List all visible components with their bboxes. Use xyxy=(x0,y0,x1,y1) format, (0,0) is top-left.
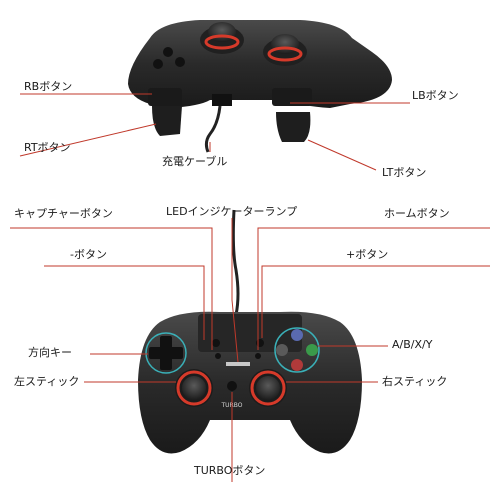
led-indicator xyxy=(226,362,250,366)
label-lstick: 左スティック xyxy=(14,375,80,388)
top-bumper-right xyxy=(272,88,312,106)
right-stick-ring xyxy=(250,370,286,406)
label-capture: キャプチャーボタン xyxy=(14,207,113,220)
label-dpad: 方向キー xyxy=(28,346,72,359)
abxy-ring xyxy=(274,327,320,373)
top-trigger-left xyxy=(152,106,182,136)
leader-lt xyxy=(307,139,377,171)
label-lt: LTボタン xyxy=(382,166,427,179)
leader-minus xyxy=(44,265,205,340)
top-face-button-1 xyxy=(163,47,173,57)
capture-button xyxy=(215,353,221,359)
leader-lines xyxy=(10,93,490,482)
top-left-stick xyxy=(208,22,236,42)
controller-top-view xyxy=(128,20,392,153)
minus-button xyxy=(212,339,220,347)
label-plus: +ボタン xyxy=(346,248,389,261)
top-bumper-left xyxy=(148,88,182,106)
top-cable-port xyxy=(212,94,232,106)
top-controller-body xyxy=(128,20,392,108)
label-cable: 充電ケーブル xyxy=(162,155,228,168)
left-stick xyxy=(182,376,206,400)
label-abxy: A/B/X/Y xyxy=(392,338,433,351)
leader-capture xyxy=(10,227,213,350)
button-x xyxy=(291,329,303,341)
top-right-stick-ring xyxy=(267,46,303,62)
controller-front-view: TURBO xyxy=(138,209,362,454)
label-minus: -ボタン xyxy=(70,248,107,261)
label-turbo: TURBOボタン xyxy=(194,464,266,477)
right-stick xyxy=(256,376,280,400)
dpad-ring xyxy=(145,332,187,374)
button-b xyxy=(291,359,303,371)
top-face-button-2 xyxy=(175,57,185,67)
top-cable xyxy=(204,105,222,153)
left-stick-ring xyxy=(176,370,212,406)
turbo-button xyxy=(227,381,237,391)
label-led: LEDインジケーターランプ xyxy=(166,205,298,218)
leader-plus xyxy=(261,265,490,338)
label-rt: RTボタン xyxy=(24,141,71,154)
leader-rt xyxy=(19,123,157,157)
top-right-stick xyxy=(271,34,299,54)
top-trigger-right xyxy=(276,112,311,142)
front-cable xyxy=(231,209,240,316)
label-rstick: 右スティック xyxy=(382,375,448,388)
leader-home xyxy=(257,227,490,350)
leader-led xyxy=(231,218,239,363)
home-button xyxy=(255,353,261,359)
dpad-icon xyxy=(149,336,183,370)
button-a xyxy=(306,344,318,356)
label-rb: RBボタン xyxy=(24,80,73,93)
label-home: ホームボタン xyxy=(384,207,450,220)
label-lb: LBボタン xyxy=(412,89,459,102)
top-face-button-3 xyxy=(153,59,163,69)
top-left-stick-ring xyxy=(204,34,240,50)
button-y xyxy=(276,344,288,356)
plus-button xyxy=(256,339,264,347)
